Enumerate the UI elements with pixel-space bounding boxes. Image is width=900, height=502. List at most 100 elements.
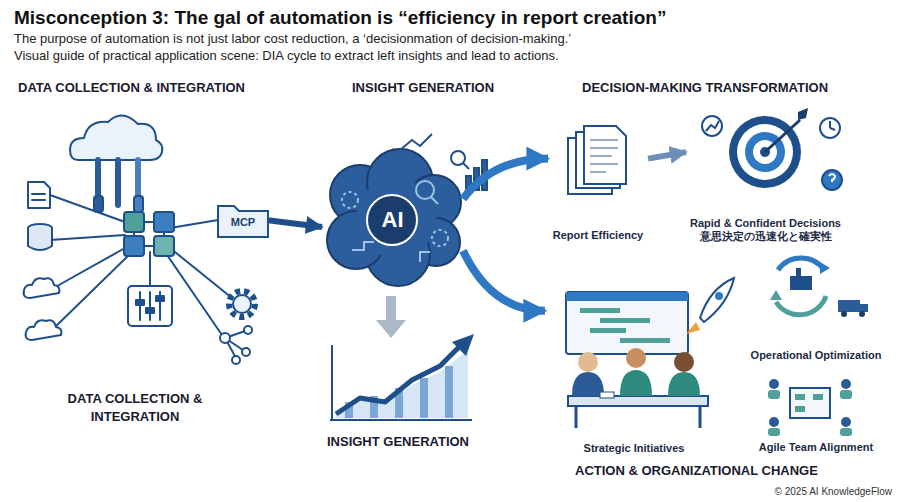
drawing-circle (769, 417, 779, 427)
cycle-icon (770, 258, 868, 317)
drawing-rect (620, 338, 670, 343)
outcome-node: Operational Optimization (740, 252, 892, 364)
node-label: Strategic Initiatives (584, 441, 685, 455)
drawing-rect (600, 392, 614, 398)
drawing-polyline (336, 344, 462, 414)
drawing-path (218, 206, 268, 237)
drawing-circle (342, 192, 358, 208)
decision-node: Rapid & Confident Decisions意思決定の迅速化と確実性 (686, 108, 845, 246)
drawing-polyline (706, 121, 719, 131)
drawing-rect (568, 396, 708, 406)
drawing-rect (795, 406, 805, 412)
drawing-rect (768, 390, 780, 399)
drawing-rect (124, 236, 144, 256)
flow-arrow (268, 220, 322, 227)
drawing-path (770, 290, 782, 300)
drawing-circle (674, 352, 694, 372)
node-label: AI (382, 206, 404, 235)
drawing-rect (566, 292, 688, 354)
drawing-g (795, 394, 823, 412)
drawing-line (331, 345, 333, 420)
drawing-rect (124, 212, 144, 232)
node-label: MCP (231, 215, 255, 229)
drawing-line (829, 121, 831, 128)
ai-brain-node: AI (322, 150, 463, 290)
drawing-rect (790, 276, 812, 290)
drawing-g (769, 379, 851, 427)
section-heading: INSIGHT GENERATION (352, 80, 494, 95)
drawing-path (376, 320, 406, 338)
drawing-circle (820, 118, 840, 138)
node-label: Report Efficiency (553, 228, 643, 242)
growth-chart (330, 334, 474, 420)
drawing-path (620, 370, 652, 396)
drawing-rect (128, 286, 172, 326)
drawing-circle (841, 417, 851, 427)
drawing-line (590, 139, 618, 141)
mcp-folder (218, 206, 268, 237)
meeting-scene (566, 278, 734, 428)
drawing-circle (702, 116, 722, 136)
drawing-circle (229, 291, 255, 317)
action-scene-node: Strategic Initiatives (545, 285, 723, 457)
drawing-rect (795, 394, 805, 400)
drawing-line (765, 120, 800, 152)
drawing-path (776, 296, 826, 315)
drawing-circle (232, 356, 240, 364)
drawing-path (829, 174, 835, 182)
drawing-path (452, 334, 474, 356)
drawing-line (32, 199, 45, 201)
drawing-circle (769, 379, 779, 389)
network-icon (220, 326, 252, 364)
drawing-rect (590, 328, 626, 333)
drawing-line (590, 147, 618, 149)
drawing-line (32, 193, 45, 195)
section-heading: DATA COLLECTION & INTEGRATION (18, 80, 245, 95)
drawing-line (50, 235, 125, 240)
drawing-circle (367, 195, 417, 245)
drawing-circle (244, 326, 252, 334)
drawing-rect (768, 428, 780, 436)
drawing-circle (715, 292, 723, 300)
drawing-line (95, 160, 101, 200)
report-node: Report Efficiency (548, 122, 648, 244)
drawing-circle (220, 333, 230, 343)
drawing-rect (840, 390, 852, 399)
title-text: Misconception 3: The gal of automation i… (14, 7, 666, 29)
section-label: DATA COLLECTION & INTEGRATION (50, 390, 220, 425)
drawing-rect (420, 378, 428, 418)
drawing-line (590, 163, 618, 165)
drawing-rect (838, 300, 860, 312)
drawing-rect (154, 236, 174, 256)
drawing-line (165, 252, 222, 335)
drawing-path (420, 252, 430, 262)
drawing-g (702, 116, 842, 190)
drawing-rect (146, 308, 154, 313)
drawing-line (590, 171, 606, 173)
drawing-rect (796, 268, 801, 276)
drawing-circle (242, 348, 250, 356)
drawing-g (342, 181, 448, 262)
drawing-rect (840, 428, 852, 436)
brain-illustration (327, 149, 461, 286)
drawing-g (768, 390, 852, 436)
target-icon (702, 108, 842, 190)
drawing-rect (860, 304, 868, 312)
drawing-circle (626, 348, 646, 368)
drawing-rect (156, 296, 164, 301)
drawing-line (135, 160, 141, 200)
drawing-line (50, 195, 125, 222)
drawing-line (149, 292, 151, 320)
drawing-circle (416, 181, 434, 199)
drawing-circle (822, 170, 842, 190)
drawing-path (820, 262, 830, 274)
drawing-circle (841, 311, 847, 317)
drawing-rect (94, 196, 103, 212)
subtitle-text: Visual guide of practical application sc… (14, 48, 559, 63)
drawing-line (590, 155, 612, 157)
drawing-line (575, 406, 578, 428)
drawing-path (686, 322, 700, 334)
